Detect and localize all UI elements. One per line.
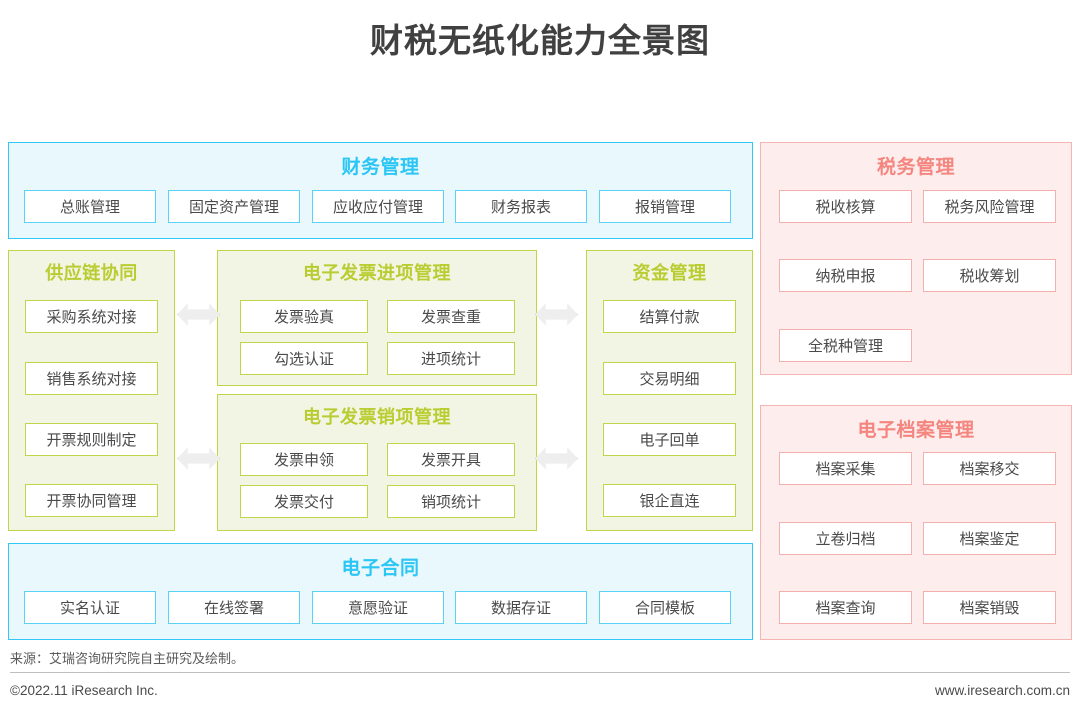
cell-supply-chain-3[interactable]: 开票协同管理 [25, 484, 158, 517]
cell-supply-chain-1[interactable]: 销售系统对接 [25, 362, 158, 395]
cell-einvoice-input-3[interactable]: 进项统计 [387, 342, 515, 375]
panel-einvoice-input-title: 电子发票进项管理 [303, 263, 451, 283]
cell-econtract-3[interactable]: 数据存证 [455, 591, 587, 624]
cell-einvoice-output-0[interactable]: 发票申领 [240, 443, 368, 476]
panel-supply-chain-title: 供应链协同 [45, 263, 138, 283]
cell-einvoice-output-2[interactable]: 发票交付 [240, 485, 368, 518]
panel-funds-title: 资金管理 [632, 263, 707, 283]
source-note: 来源：艾瑞咨询研究院自主研究及绘制。 [10, 651, 245, 666]
cell-tax-1[interactable]: 税务风险管理 [923, 190, 1056, 223]
cell-tax-2[interactable]: 纳税申报 [779, 259, 912, 292]
arrow-input-to-funds-icon [535, 303, 578, 326]
arrow-supply-to-output-icon [177, 447, 220, 470]
cell-einvoice-output-3[interactable]: 销项统计 [387, 485, 515, 518]
cell-finance-0[interactable]: 总账管理 [24, 190, 156, 223]
cell-earchive-2[interactable]: 立卷归档 [779, 522, 912, 555]
arrow-supply-to-input-icon [177, 303, 220, 326]
panel-econtract-title: 电子合同 [341, 558, 420, 579]
cell-finance-4[interactable]: 报销管理 [599, 190, 731, 223]
cell-earchive-3[interactable]: 档案鉴定 [923, 522, 1056, 555]
cell-funds-0[interactable]: 结算付款 [603, 300, 736, 333]
footer-divider [10, 672, 1070, 673]
cell-earchive-1[interactable]: 档案移交 [923, 452, 1056, 485]
cell-earchive-5[interactable]: 档案销毁 [923, 591, 1056, 624]
copyright-text: ©2022.11 iResearch Inc. [10, 683, 158, 698]
cell-econtract-4[interactable]: 合同模板 [599, 591, 731, 624]
cell-einvoice-input-1[interactable]: 发票查重 [387, 300, 515, 333]
cell-einvoice-input-0[interactable]: 发票验真 [240, 300, 368, 333]
cell-tax-3[interactable]: 税收筹划 [923, 259, 1056, 292]
arrow-output-to-funds-icon [535, 447, 578, 470]
cell-einvoice-input-2[interactable]: 勾选认证 [240, 342, 368, 375]
cell-tax-0[interactable]: 税收核算 [779, 190, 912, 223]
cell-supply-chain-0[interactable]: 采购系统对接 [25, 300, 158, 333]
cell-econtract-2[interactable]: 意愿验证 [312, 591, 444, 624]
cell-earchive-0[interactable]: 档案采集 [779, 452, 912, 485]
cell-econtract-0[interactable]: 实名认证 [24, 591, 156, 624]
cell-funds-1[interactable]: 交易明细 [603, 362, 736, 395]
panel-finance-title: 财务管理 [341, 157, 420, 178]
cell-tax-4[interactable]: 全税种管理 [779, 329, 912, 362]
cell-finance-2[interactable]: 应收应付管理 [312, 190, 444, 223]
cell-funds-2[interactable]: 电子回单 [603, 423, 736, 456]
panel-einvoice-output-title: 电子发票销项管理 [303, 407, 451, 427]
website-url: www.iresearch.com.cn [934, 683, 1070, 698]
cell-supply-chain-2[interactable]: 开票规则制定 [25, 423, 158, 456]
panel-tax-title: 税务管理 [876, 157, 955, 178]
page-title: 财税无纸化能力全景图 [370, 22, 710, 59]
panel-earchive-title: 电子档案管理 [857, 420, 975, 441]
cell-einvoice-output-1[interactable]: 发票开具 [387, 443, 515, 476]
cell-econtract-1[interactable]: 在线签署 [168, 591, 300, 624]
cell-finance-3[interactable]: 财务报表 [455, 190, 587, 223]
cell-earchive-4[interactable]: 档案查询 [779, 591, 912, 624]
cell-funds-3[interactable]: 银企直连 [603, 484, 736, 517]
cell-finance-1[interactable]: 固定资产管理 [168, 190, 300, 223]
